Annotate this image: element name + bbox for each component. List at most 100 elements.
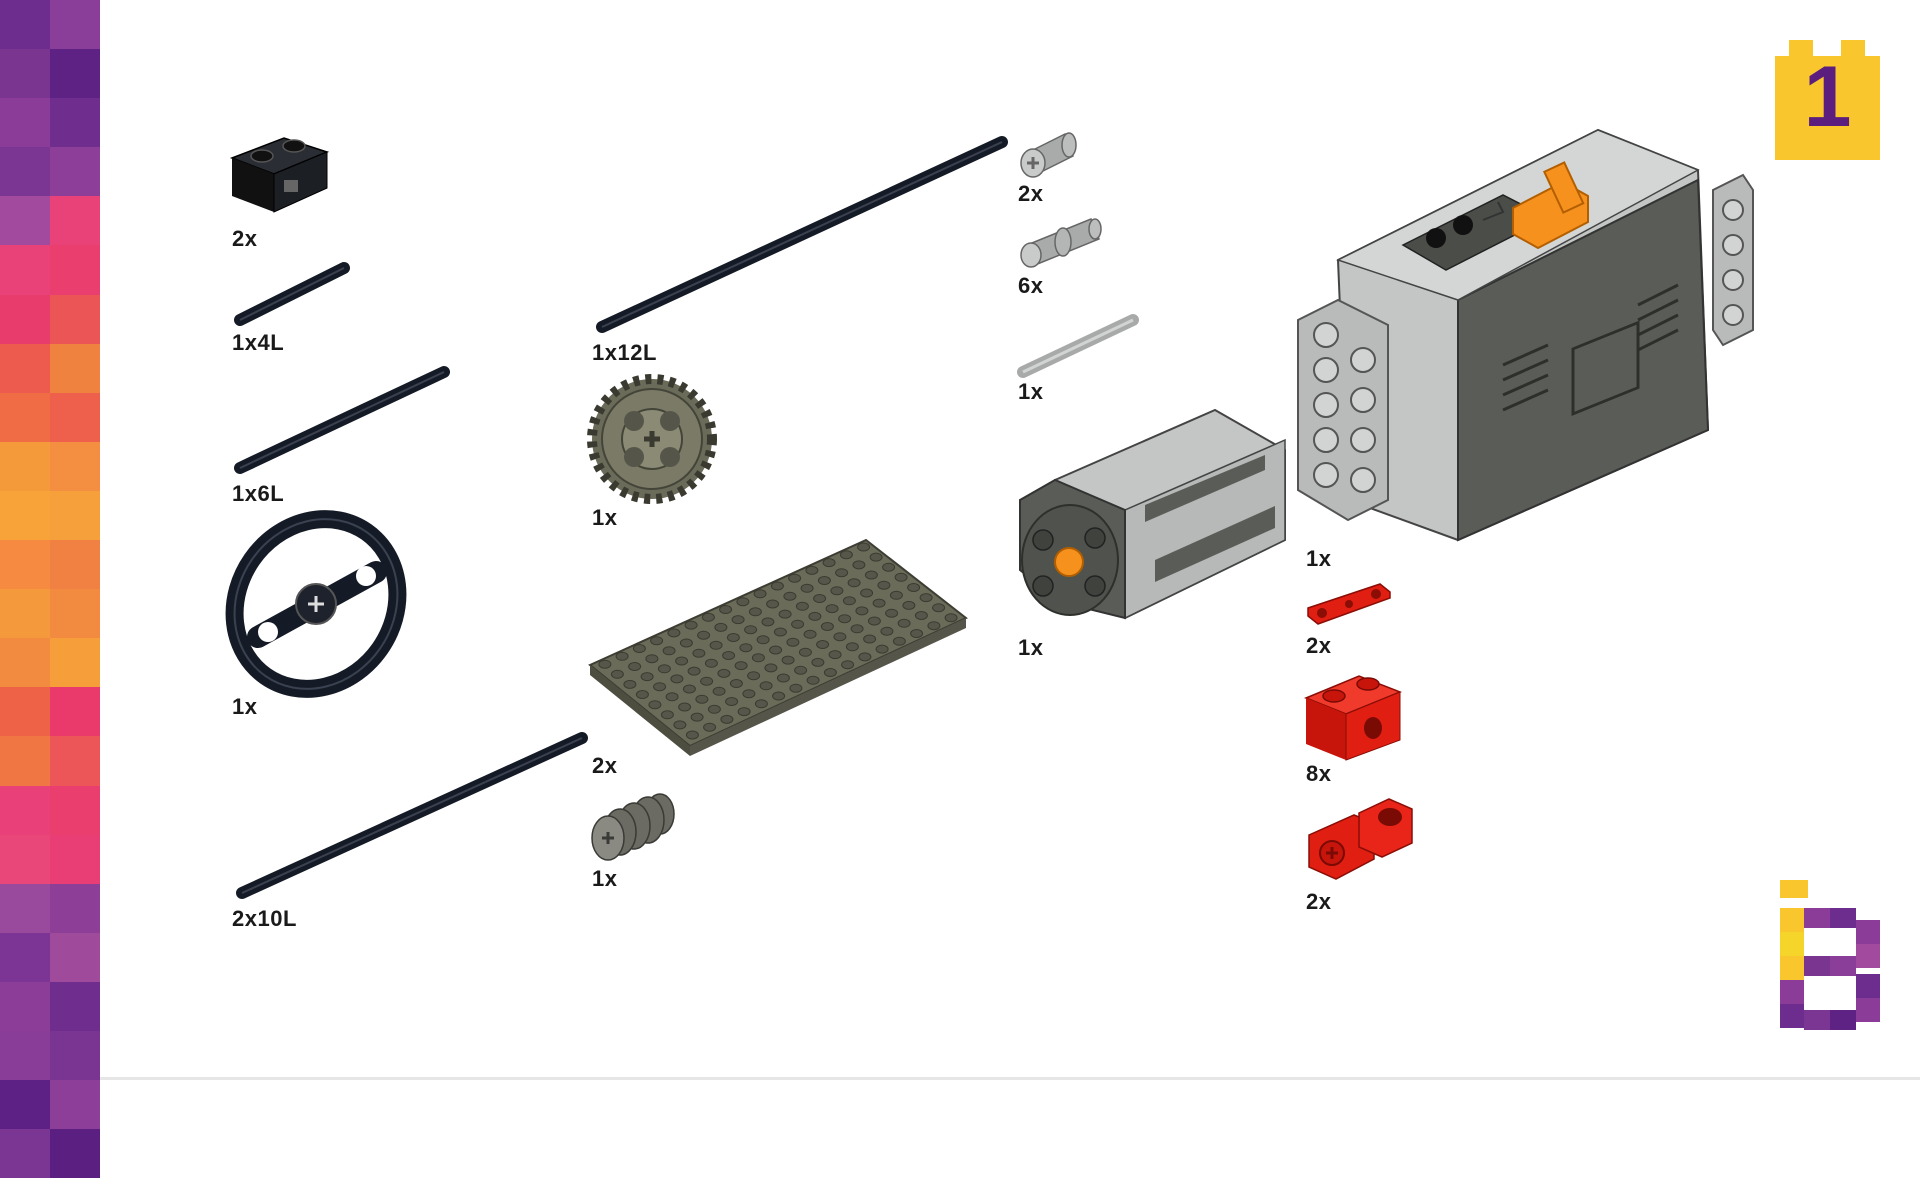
plate-stud bbox=[751, 653, 765, 663]
plate-stud bbox=[726, 633, 740, 642]
stripe-tile bbox=[50, 785, 100, 835]
stripe-tile bbox=[0, 883, 50, 933]
plate-stud bbox=[847, 578, 861, 588]
plate-stud bbox=[709, 640, 723, 650]
plate-stud bbox=[841, 660, 855, 670]
plate-stud bbox=[769, 645, 783, 655]
stripe-tile bbox=[0, 736, 50, 786]
stripe-tile bbox=[0, 98, 50, 148]
gear-24t bbox=[587, 373, 717, 513]
plate-stud bbox=[927, 621, 941, 631]
stripe-tile bbox=[50, 392, 100, 442]
stripe-tile bbox=[0, 490, 50, 541]
plate-stud bbox=[679, 638, 693, 648]
plate-stud bbox=[776, 673, 790, 683]
plate-stud bbox=[684, 620, 698, 630]
red-thin-liftarm bbox=[1304, 580, 1394, 635]
axle-12l bbox=[592, 132, 1012, 342]
stripe-tile bbox=[0, 981, 50, 1031]
plate-stud bbox=[736, 597, 750, 607]
plate-stud bbox=[823, 668, 837, 677]
plate-stud bbox=[648, 700, 662, 710]
plate-stud bbox=[766, 599, 780, 609]
plate-stud bbox=[880, 626, 894, 636]
stripe-tile bbox=[50, 834, 100, 884]
plate-stud bbox=[703, 722, 717, 732]
plate-stud bbox=[864, 570, 878, 580]
steering-wheel bbox=[225, 510, 407, 702]
black-brick-icon bbox=[229, 137, 330, 213]
plate-stud bbox=[682, 684, 696, 694]
plate-stud bbox=[845, 642, 859, 652]
plate-stud bbox=[778, 609, 792, 619]
plate-stud bbox=[794, 665, 808, 675]
stripe-tile bbox=[0, 245, 50, 295]
plate-stud bbox=[882, 562, 896, 572]
part-quantity: 1x6L bbox=[232, 481, 285, 506]
plate-stud bbox=[885, 608, 899, 618]
plate-stud bbox=[902, 600, 916, 610]
plate-stud bbox=[788, 573, 802, 583]
part-quantity: 2x bbox=[1018, 181, 1044, 206]
battery-box bbox=[1297, 128, 1758, 545]
plate-stud bbox=[685, 730, 699, 740]
stripe-tile bbox=[50, 1080, 100, 1130]
plate-stud bbox=[795, 601, 809, 611]
plate-stud bbox=[828, 650, 842, 660]
plate-stud bbox=[781, 655, 795, 665]
part-quantity: 8x bbox=[1306, 761, 1332, 786]
plate-stud bbox=[756, 635, 770, 645]
plate-stud bbox=[717, 668, 731, 678]
stripe-tile bbox=[0, 147, 50, 197]
plate-8x16 bbox=[588, 538, 970, 760]
plate-stud bbox=[712, 686, 726, 696]
plate-stud bbox=[628, 662, 642, 671]
axle-12l-icon bbox=[596, 136, 1008, 333]
axle-6l bbox=[232, 362, 452, 482]
plate-stud bbox=[714, 622, 728, 632]
part-quantity: 1x4L bbox=[232, 330, 285, 355]
stripe-tile bbox=[0, 785, 50, 835]
plate-stud bbox=[650, 636, 664, 646]
plate-stud bbox=[700, 676, 714, 686]
part-quantity: 1x12L bbox=[592, 340, 657, 365]
plate-stud bbox=[800, 583, 814, 593]
stripe-tile bbox=[50, 98, 100, 148]
long-friction-pin bbox=[1015, 215, 1105, 280]
plate-stud bbox=[640, 672, 654, 682]
plate-stud bbox=[842, 596, 856, 606]
plate-stud bbox=[690, 712, 704, 722]
plate-stud bbox=[667, 628, 681, 638]
stripe-tile bbox=[50, 981, 100, 1031]
gear-icon bbox=[587, 374, 717, 504]
stripe-tile bbox=[0, 0, 50, 50]
plate-stud bbox=[897, 618, 911, 628]
stripe-tile bbox=[50, 245, 100, 295]
axle-pin-icon bbox=[1020, 132, 1077, 178]
plate-stud bbox=[678, 702, 692, 712]
stripe-tile bbox=[0, 343, 50, 393]
plate-stud bbox=[816, 640, 830, 649]
part-quantity: 2x bbox=[592, 753, 618, 778]
plate-stud bbox=[632, 644, 646, 653]
plate-stud bbox=[722, 651, 736, 660]
plate-stud bbox=[687, 666, 701, 676]
plate-stud bbox=[932, 603, 946, 613]
stripe-tile bbox=[50, 638, 100, 688]
axle-pin bbox=[1015, 130, 1080, 190]
plate-stud bbox=[673, 720, 687, 730]
stripe-tile bbox=[50, 0, 100, 50]
stripe-tile bbox=[0, 834, 50, 884]
plate-stud bbox=[852, 560, 866, 570]
worm-gear bbox=[590, 786, 685, 871]
plate-stud bbox=[830, 586, 844, 596]
stripe-tile bbox=[0, 196, 50, 246]
plate-stud bbox=[910, 629, 924, 638]
axle-4l bbox=[232, 258, 352, 333]
plate-stud bbox=[731, 615, 745, 625]
motor-icon bbox=[1019, 408, 1286, 620]
plate-stud bbox=[772, 691, 786, 701]
plate-stud bbox=[704, 658, 718, 668]
plate-stud bbox=[944, 613, 958, 623]
plate-stud bbox=[773, 627, 787, 637]
